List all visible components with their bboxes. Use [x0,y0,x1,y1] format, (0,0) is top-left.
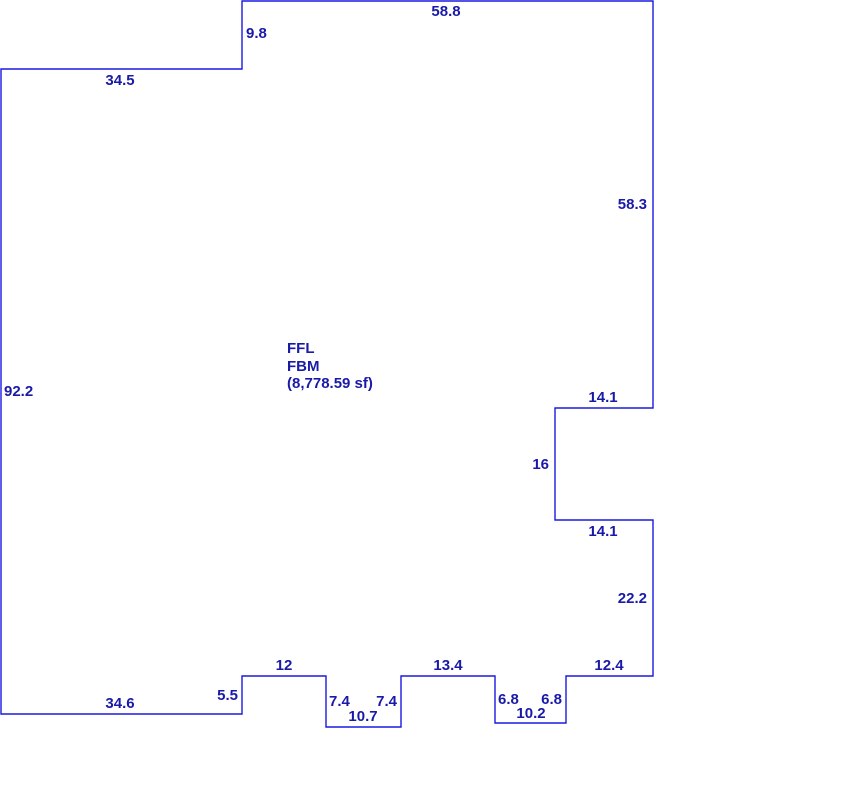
dim-label-top-step-height: 9.8 [246,25,267,42]
dim-label-bottom-step-height: 5.5 [217,687,238,704]
dim-label-top-left-width: 34.5 [105,72,134,89]
dim-label-bump-a-left-height: 7.4 [329,693,351,710]
room-area-label: (8,778.59 sf) [287,375,373,392]
dim-label-bump-a-right-height: 7.4 [376,693,398,710]
dim-label-notch-depth: 16 [532,456,549,473]
dim-label-bump-b-left-height: 6.8 [498,691,519,708]
dim-label-notch-top-width: 14.1 [588,389,617,406]
dim-label-bump-b-right-height: 6.8 [541,691,562,708]
floor-plan-outline[interactable] [0,0,654,728]
dim-label-bottom-segment-12: 12 [276,657,293,674]
dim-label-bottom-segment-13-4: 13.4 [433,657,463,674]
room-name-label: FFL [287,340,315,357]
dim-label-bottom-right-width: 12.4 [594,657,624,674]
dim-label-left-height: 92.2 [4,383,33,400]
dim-label-bottom-left-width: 34.6 [105,695,134,712]
dim-label-notch-bottom-width: 14.1 [588,523,617,540]
dim-label-bump-a-width: 10.7 [348,708,377,725]
room-code-label: FBM [287,358,320,375]
dim-label-bump-b-width: 10.2 [516,705,545,722]
dim-label-right-upper-height: 58.3 [618,196,647,213]
dim-label-top-right-width: 58.8 [431,3,460,20]
dim-label-right-lower-height: 22.2 [618,590,647,607]
